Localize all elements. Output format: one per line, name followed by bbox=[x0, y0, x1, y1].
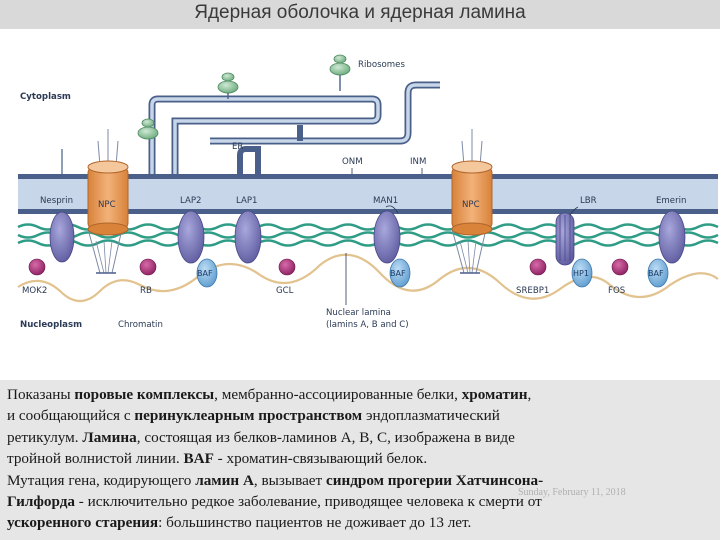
caption-line-5: Мутация гена, кодирующего ламин А, вызыв… bbox=[7, 471, 544, 489]
npc-left bbox=[87, 129, 129, 274]
ribosome-icon bbox=[137, 118, 159, 140]
caption-text: Показаны поровые комплексы, мембранно-ас… bbox=[7, 384, 715, 534]
inm-label: INM bbox=[410, 157, 426, 167]
lap1-protein bbox=[234, 210, 262, 264]
gcl-protein bbox=[278, 258, 296, 276]
npc-right-label: NPC bbox=[462, 200, 480, 210]
baf-protein bbox=[647, 258, 669, 288]
caption-panel: Показаны поровые комплексы, мембранно-ас… bbox=[0, 380, 720, 540]
lap2-protein bbox=[177, 210, 205, 264]
ribosomes-label: Ribosomes bbox=[358, 60, 405, 70]
nesprin-label: Nesprin bbox=[40, 196, 73, 206]
baf-label-2: BAF bbox=[390, 269, 406, 278]
caption-line-3: ретикулум. Ламина, состоящая из белков-л… bbox=[7, 428, 515, 446]
npc-left-label: NPC bbox=[98, 200, 116, 210]
baf-protein bbox=[196, 258, 218, 288]
rb-protein bbox=[139, 258, 157, 276]
er-label: ER bbox=[232, 142, 243, 152]
caption-line-1: Показаны поровые комплексы, мембранно-ас… bbox=[7, 386, 532, 403]
nuclear-lamina-label: Nuclear lamina bbox=[326, 308, 391, 318]
hp1-protein bbox=[571, 258, 593, 288]
mok2-label: MOK2 bbox=[22, 286, 47, 296]
fos-label: FOS bbox=[608, 286, 625, 296]
caption-line-7: ускоренного старения: большинство пациен… bbox=[7, 514, 472, 532]
man1-label: MAN1 bbox=[373, 196, 398, 206]
ribosome-icon bbox=[217, 72, 239, 99]
chromatin-fiber bbox=[17, 253, 719, 303]
baf-label-1: BAF bbox=[197, 269, 213, 278]
caption-line-6: Гилфорда - исключительно редкое заболева… bbox=[7, 493, 542, 511]
baf-label-3: BAF bbox=[648, 269, 664, 278]
ribosome-icon bbox=[329, 54, 351, 91]
srebp1-label: SREBP1 bbox=[516, 286, 549, 296]
nuclear-lamina-sublabel: (lamins A, B and C) bbox=[326, 320, 409, 330]
rb-label: RB bbox=[140, 286, 152, 296]
lbr-protein bbox=[555, 212, 575, 266]
date-watermark: Sunday, February 11, 2018 bbox=[518, 487, 626, 498]
caption-line-4: тройной волнистой линии. BAF - хроматин-… bbox=[7, 450, 428, 468]
hp1-label: HP1 bbox=[573, 269, 589, 278]
caption-line-2: и сообщающийся с перинуклеарным простран… bbox=[7, 407, 500, 425]
gcl-label: GCL bbox=[276, 286, 294, 296]
slide-header: Ядерная оболочка и ядерная ламина bbox=[0, 0, 720, 29]
mok2-protein bbox=[28, 258, 46, 276]
cytoplasm-label: Cytoplasm bbox=[20, 92, 71, 102]
endoplasmic-reticulum bbox=[148, 81, 440, 175]
man1-protein bbox=[373, 210, 401, 264]
nucleoplasm-label: Nucleoplasm bbox=[20, 320, 82, 330]
baf-protein bbox=[389, 258, 411, 288]
nuclear-envelope-diagram: Ribosomes Cytoplasm ER ONM INM NPC bbox=[17, 54, 719, 330]
emerin-protein bbox=[658, 210, 686, 264]
lap1-label: LAP1 bbox=[236, 196, 258, 206]
emerin-label: Emerin bbox=[656, 196, 686, 206]
chromatin-label: Chromatin bbox=[118, 320, 163, 330]
onm-label: ONM bbox=[342, 157, 363, 167]
lap2-label: LAP2 bbox=[180, 196, 202, 206]
nesprin-protein bbox=[49, 211, 75, 263]
lbr-label: LBR bbox=[580, 196, 597, 206]
fos-protein bbox=[611, 258, 629, 276]
nuclear-envelope bbox=[18, 174, 718, 214]
nuclear-lamina bbox=[17, 223, 719, 247]
npc-right bbox=[451, 129, 493, 274]
slide-title: Ядерная оболочка и ядерная ламина bbox=[194, 2, 526, 23]
srebp1-protein bbox=[529, 258, 547, 276]
